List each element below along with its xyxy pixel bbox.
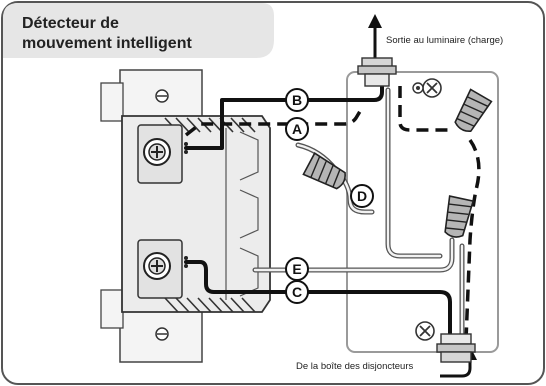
wire-nut-lower-icon xyxy=(444,195,475,238)
callout-c: C xyxy=(285,280,309,304)
white-wires xyxy=(252,87,465,343)
load-arrow xyxy=(368,14,382,62)
title-line-1: Détecteur de xyxy=(22,15,119,32)
dashed-wire xyxy=(184,86,481,341)
callout-d: D xyxy=(350,184,374,208)
box-ground-screw-bottom-icon xyxy=(415,321,435,341)
wire-nut-top-icon xyxy=(454,88,493,132)
callout-c-label: C xyxy=(292,284,302,300)
bottom-ridges xyxy=(164,297,256,313)
callout-e: E xyxy=(285,257,309,281)
motion-switch-device xyxy=(100,69,271,363)
title-tab xyxy=(3,3,274,58)
callout-a-label: A xyxy=(292,121,302,137)
junction-box xyxy=(346,71,499,353)
wire-nut-middle-icon xyxy=(302,152,346,190)
load-output-label: Sortie au luminaire (charge) xyxy=(386,35,503,46)
breaker-input-label: De la boîte des disjoncteurs xyxy=(296,361,413,372)
bottom-cable-clamp xyxy=(436,333,476,363)
box-ground-screw-top-icon xyxy=(412,78,442,98)
callout-b-label: B xyxy=(292,92,302,108)
callout-a: A xyxy=(285,117,309,141)
black-wires xyxy=(184,80,452,344)
callout-e-label: E xyxy=(292,261,301,277)
title-line-2: mouvement intelligent xyxy=(22,35,192,52)
callout-d-label: D xyxy=(357,188,367,204)
top-cable-clamp xyxy=(357,57,397,87)
callout-b: B xyxy=(285,88,309,112)
